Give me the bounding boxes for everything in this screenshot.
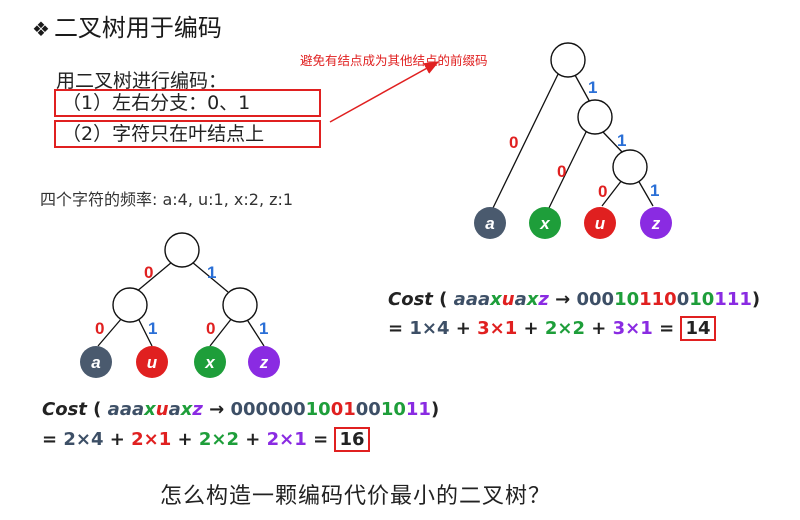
svg-text:x: x xyxy=(539,214,551,233)
tree1-leaves: a x u z xyxy=(474,207,672,239)
tree2-edge-label: 0 xyxy=(95,319,104,338)
tree2-edge-label: 1 xyxy=(207,263,216,282)
tree2-leaves: a u x z xyxy=(80,346,280,378)
tree1-cost-result: 14 xyxy=(680,316,716,341)
tree2-edge-label: 0 xyxy=(144,263,153,282)
annotation-arrow xyxy=(329,61,440,123)
svg-text:z: z xyxy=(651,214,661,233)
tree1-edge-label: 0 xyxy=(598,182,607,201)
tree1-code: 00010110010111 xyxy=(576,289,752,310)
svg-text:a: a xyxy=(91,353,100,372)
prefix-annotation: 避免有结点成为其他结点的前缀码 xyxy=(300,53,488,68)
svg-text:a: a xyxy=(485,214,494,233)
rule-2-box: （2）字符只在叶结点上 xyxy=(54,120,321,148)
tree2-cost-equation: = 2×4 + 2×1 + 2×2 + 2×1 = 16 xyxy=(42,427,370,452)
tree2-leaf-a: a xyxy=(80,346,112,378)
svg-text:x: x xyxy=(204,353,216,372)
tree2-leaf-u: u xyxy=(136,346,168,378)
tree2-cost-result: 16 xyxy=(334,427,370,452)
tree2-edge-labels: 0 1 0 1 0 1 xyxy=(95,263,268,338)
tree2-edge-label: 0 xyxy=(206,319,215,338)
tree1-cost-line: Cost ( aaaxuaxz → 00010110010111) xyxy=(388,289,761,310)
svg-text:z: z xyxy=(259,353,269,372)
tree1-leaf-z: z xyxy=(640,207,672,239)
tree1-leaf-u: u xyxy=(584,207,616,239)
intro-text: 用二叉树进行编码： xyxy=(56,70,228,92)
tree1-equation: = 1×4 + 3×1 + 2×2 + 3×1 = xyxy=(388,318,675,339)
tree2-sequence: aaaxuaxz xyxy=(107,399,203,420)
frequency-text: 四个字符的频率: a:4, u:1, x:2, z:1 xyxy=(40,190,294,209)
closing-question: 怎么构造一颗编码代价最小的二叉树？ xyxy=(160,484,552,509)
tree1-cost-equation: = 1×4 + 3×1 + 2×2 + 3×1 = 14 xyxy=(388,316,716,341)
tree1-edge-label: 1 xyxy=(617,131,626,150)
tree1-edge-label: 0 xyxy=(509,133,518,152)
svg-text:u: u xyxy=(595,214,606,233)
tree2-edge-label: 1 xyxy=(259,319,268,338)
tree1-leaf-x: x xyxy=(529,207,561,239)
tree1-leaf-a: a xyxy=(474,207,506,239)
slide-title: ❖二叉树用于编码 xyxy=(32,8,222,43)
tree2-equation: = 2×4 + 2×1 + 2×2 + 2×1 = xyxy=(42,429,329,450)
cost-label: Cost xyxy=(388,289,433,310)
tree2-leaf-z: z xyxy=(248,346,280,378)
slide-title-text: 二叉树用于编码 xyxy=(53,14,222,42)
tree2-edges xyxy=(97,261,265,347)
tree1-edge-label: 0 xyxy=(557,162,566,181)
rule-1-box: （1）左右分支：0、1 xyxy=(54,89,321,117)
cost-label: Cost xyxy=(42,399,87,420)
diamond-bullet-icon: ❖ xyxy=(32,17,50,41)
tree1-edges xyxy=(491,65,654,211)
svg-text:u: u xyxy=(147,353,158,372)
internal-nodes xyxy=(112,42,648,323)
tree1-edge-label: 1 xyxy=(650,181,659,200)
tree2-leaf-x: x xyxy=(194,346,226,378)
tree2-code: 0000001001001011 xyxy=(230,399,431,420)
tree1-edge-label: 1 xyxy=(588,78,597,97)
tree1-edge-labels: 0 1 0 1 0 1 xyxy=(509,78,659,201)
tree2-cost-line: Cost ( aaaxuaxz → 0000001001001011) xyxy=(42,399,440,420)
tree1-sequence: aaaxuaxz xyxy=(453,289,549,310)
tree2-edge-label: 1 xyxy=(148,319,157,338)
